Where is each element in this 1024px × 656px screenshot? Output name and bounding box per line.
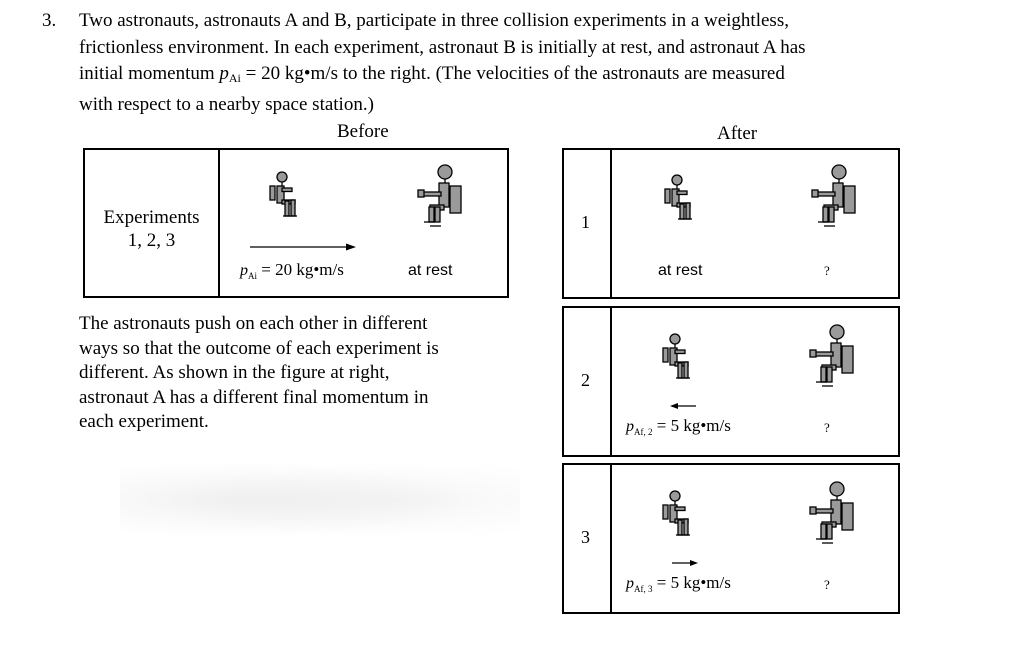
arrow-right-icon: [672, 560, 698, 566]
astronaut-b-unknown-2: ?: [824, 420, 830, 435]
initial-momentum-label: pAi = 20 kg•m/s: [240, 260, 344, 282]
astronaut-b-unknown-1: ?: [824, 263, 830, 278]
question-line-1: Two astronauts, astronauts A and B, part…: [79, 10, 789, 31]
after-row-2-number: 2: [581, 370, 590, 390]
after-row-2-scene-cell: [610, 306, 900, 457]
before-scene-cell: [218, 148, 509, 298]
experiments-label: Experiments 1, 2, 3: [103, 207, 200, 251]
final-momentum-label-3: pAf, 3 = 5 kg•m/s: [626, 573, 731, 595]
explanation-paragraph: The astronauts push on each other in dif…: [79, 313, 439, 432]
question-number: 3.: [42, 10, 57, 31]
astronaut-a-state-after-1: at rest: [658, 262, 703, 279]
question-line-4: with respect to a nearby space station.): [79, 93, 374, 115]
final-momentum-label-2: pAf, 2 = 5 kg•m/s: [626, 416, 731, 438]
question-text: Two astronauts, astronauts A and B, part…: [79, 8, 979, 118]
before-heading: Before: [337, 121, 389, 142]
scan-smudge: [120, 455, 520, 545]
astronaut-b-unknown-3: ?: [824, 577, 830, 592]
after-heading: After: [717, 123, 758, 144]
question-line-2: frictionless environment. In each experi…: [79, 36, 806, 58]
after-row-3-number: 3: [581, 527, 590, 547]
astronaut-a-before: [269, 171, 298, 217]
astronaut-b-before: [417, 164, 462, 227]
after-row-1-number: 1: [581, 212, 590, 232]
astronaut-b-state-before: at rest: [408, 262, 453, 279]
momentum-arrow-right-icon: [250, 243, 356, 251]
question-line-3: initial momentum pAi = 20 kg•m/s to the …: [79, 63, 785, 85]
arrow-left-icon: [670, 403, 696, 409]
after-row-3-scene-cell: [610, 463, 900, 614]
after-row-1-scene-cell: [610, 148, 900, 299]
